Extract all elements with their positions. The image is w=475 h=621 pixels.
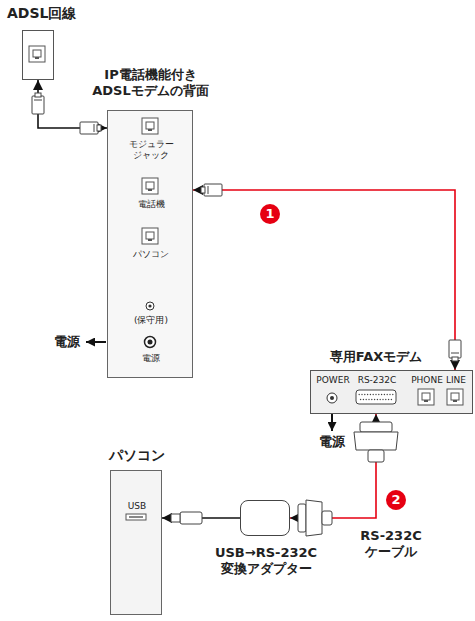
power-label: 電源	[52, 334, 82, 350]
node-heading: ADSL回線	[7, 5, 87, 22]
wall-outlet: ADSL回線	[22, 30, 54, 80]
power-arrow	[331, 414, 333, 431]
port-label: USB	[113, 501, 161, 512]
callout-number: 2	[386, 490, 406, 510]
port-label: (保守用)	[116, 315, 186, 326]
port-label: LINE	[442, 375, 470, 386]
port-label: PHONE	[407, 375, 447, 386]
port-label: POWER	[313, 375, 353, 386]
node-heading: USB→RS-232C 変換アダプター	[201, 545, 331, 576]
port-label: 電話機	[116, 199, 186, 210]
modular-plug	[449, 340, 461, 361]
port-label: モジュラー ジャック	[116, 139, 186, 161]
port-label: パソコン	[116, 249, 186, 260]
fax-modem: 専用FAXモデムPOWERRS-232CPHONELINE	[310, 370, 473, 414]
db25-plug	[298, 500, 332, 536]
pc-box: パソコンUSB	[110, 470, 162, 615]
adsl-modem: IP電話機能付き ADSLモデムの背面モジュラー ジャック電話機パソコン(保守用…	[107, 110, 193, 378]
cable-label: RS-232C ケーブル	[348, 528, 434, 559]
usb-serial-adapter: USB→RS-232C 変換アダプター	[240, 500, 290, 536]
node-heading: パソコン	[101, 447, 173, 464]
db25-plug	[354, 422, 398, 462]
cable-connector	[193, 190, 455, 370]
power-arrow	[86, 341, 106, 343]
node-heading: IP電話機能付き ADSLモデムの背面	[83, 67, 218, 98]
port-icons	[22, 30, 54, 80]
callout-number: 1	[260, 204, 280, 224]
port-icons	[110, 470, 162, 615]
modular-plug	[80, 122, 101, 134]
port-label: RS-232C	[352, 375, 402, 386]
modular-plug	[201, 184, 222, 196]
port-label: 電源	[116, 353, 186, 364]
power-label: 電源	[318, 434, 346, 450]
node-heading: 専用FAXモデム	[311, 349, 441, 365]
modular-plug	[32, 93, 44, 114]
usb-plug	[171, 512, 202, 524]
